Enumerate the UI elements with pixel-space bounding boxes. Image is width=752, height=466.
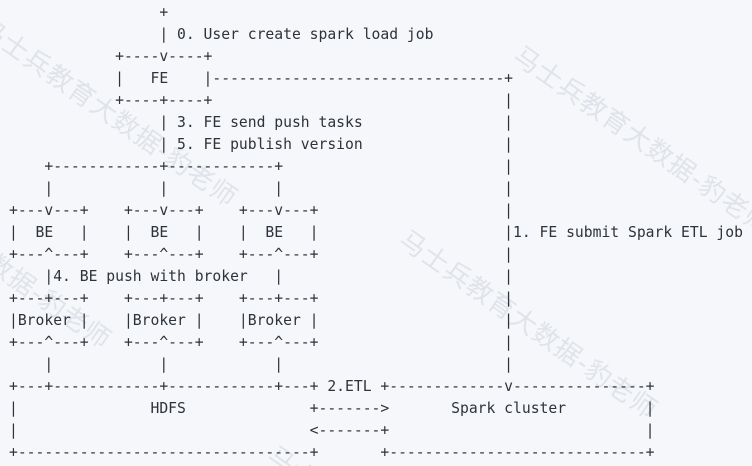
- ascii-architecture-diagram: + | 0. User create spark load job +----v…: [9, 4, 743, 461]
